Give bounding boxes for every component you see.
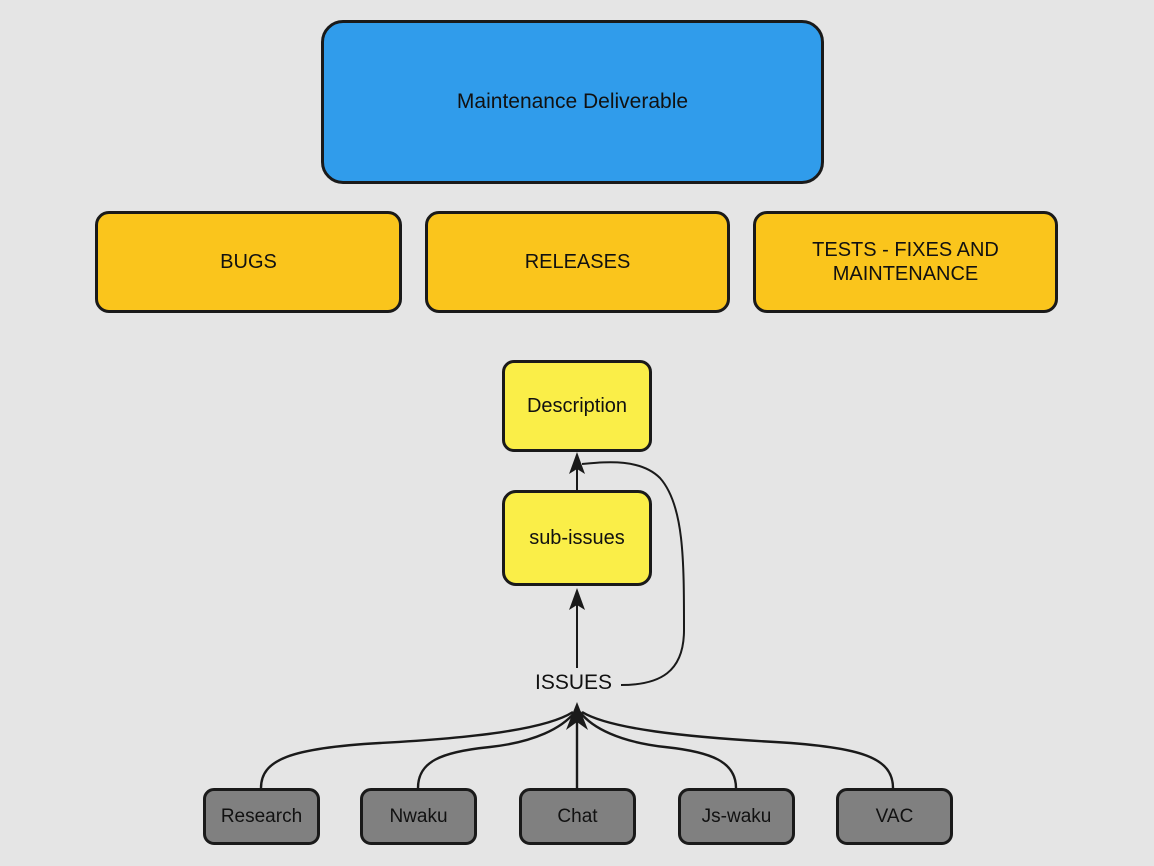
node-phase-tests-label-line1: TESTS - FIXES AND: [812, 238, 999, 261]
node-source-nwaku[interactable]: Nwaku: [360, 788, 477, 845]
node-phase-releases-label: RELEASES: [524, 250, 631, 273]
node-phase-releases[interactable]: RELEASES: [425, 211, 730, 313]
node-description[interactable]: Description: [502, 360, 652, 452]
node-phase-bugs[interactable]: BUGS: [95, 211, 402, 313]
node-source-vac-label: VAC: [875, 805, 914, 827]
node-phase-tests-fixes-and-maintenance[interactable]: TESTS - FIXES AND MAINTENANCE: [753, 211, 1058, 313]
node-sub-issues[interactable]: sub-issues: [502, 490, 652, 586]
edge-label-issues: ISSUES: [533, 671, 615, 695]
node-phase-tests-label-line2: MAINTENANCE: [832, 263, 979, 285]
edge-vac-to-issues: [581, 710, 895, 789]
node-maintenance-deliverable-label: Maintenance Deliverable: [456, 90, 689, 114]
node-description-label: Description: [526, 394, 628, 417]
node-source-research-label: Research: [220, 805, 303, 827]
node-phase-bugs-label: BUGS: [220, 250, 277, 273]
node-sub-issues-label: sub-issues: [529, 526, 625, 549]
node-source-js-waku-label: Js-waku: [701, 805, 772, 827]
edge-nwaku-to-issues: [416, 711, 576, 789]
node-phase-tests-label-wrapper: TESTS - FIXES AND MAINTENANCE: [812, 238, 999, 287]
node-source-vac[interactable]: VAC: [836, 788, 953, 845]
node-source-chat-label: Chat: [557, 805, 598, 827]
edge-jswaku-to-issues: [579, 711, 738, 789]
arrowhead-issues-to-subissues: [569, 588, 585, 610]
node-source-js-waku[interactable]: Js-waku: [678, 788, 795, 845]
node-maintenance-deliverable[interactable]: Maintenance Deliverable: [321, 20, 824, 184]
node-source-research[interactable]: Research: [203, 788, 320, 845]
arrowhead-sources-to-issues: [566, 702, 588, 730]
node-source-nwaku-label: Nwaku: [389, 805, 448, 827]
edge-research-to-issues: [259, 710, 574, 789]
arrowhead-subissues-to-description: [569, 452, 585, 474]
node-source-chat[interactable]: Chat: [519, 788, 636, 845]
